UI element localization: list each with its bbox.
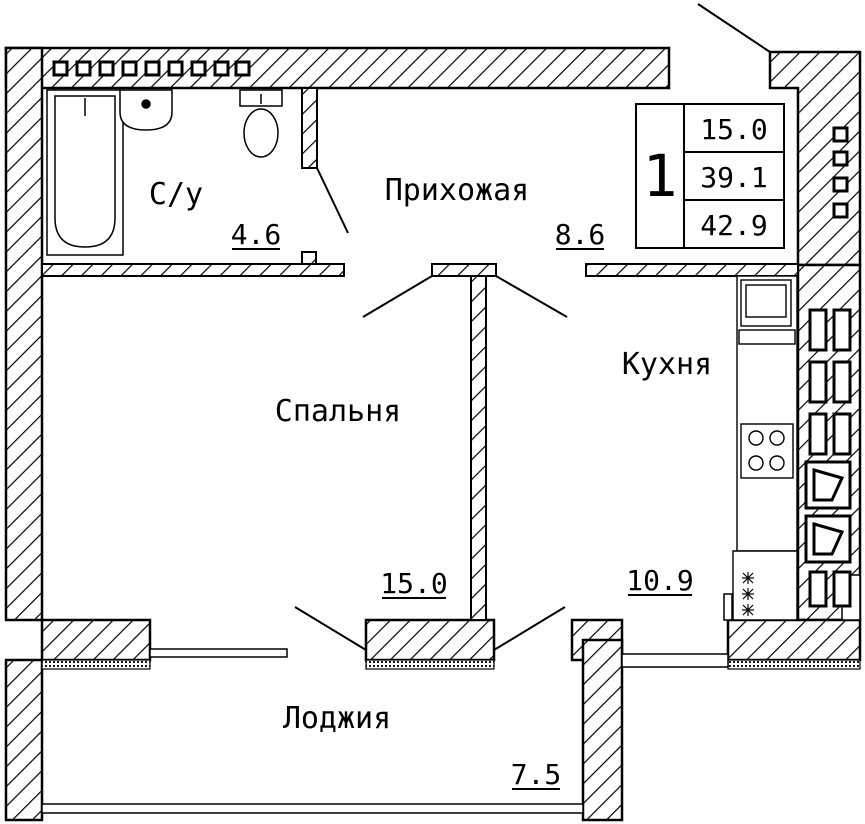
kitchen-name: Кухня xyxy=(622,347,712,382)
bedroom-name: Спальня xyxy=(275,394,401,429)
hallway-name: Прихожая xyxy=(385,173,530,208)
kitchen-wall-blocks xyxy=(808,308,852,608)
bedroom-area: 15.0 xyxy=(380,567,447,600)
bathroom-area: 4.6 xyxy=(231,218,282,251)
loggia-right-wall xyxy=(581,638,624,822)
loggia-name: Лоджия xyxy=(283,701,391,736)
hall-kitchen-wall xyxy=(585,263,799,277)
bath-hall-wall xyxy=(41,263,345,277)
bottom-wall-left xyxy=(40,618,152,662)
total-area: 39.1 xyxy=(700,161,767,194)
hallway-area: 8.6 xyxy=(555,218,606,251)
bottom-wall-right-b xyxy=(726,618,862,662)
bedroom-window xyxy=(149,648,288,658)
kitchen-side-glazing xyxy=(723,593,733,621)
doors xyxy=(294,3,771,651)
loggia-area: 7.5 xyxy=(511,758,562,791)
bathroom-name: С/у xyxy=(149,177,203,212)
kitchen-area: 10.9 xyxy=(626,564,693,597)
bathroom-fixtures xyxy=(46,89,283,256)
room-count: 1 xyxy=(643,142,678,210)
living-area: 15.0 xyxy=(700,113,767,146)
fridge-marks xyxy=(742,572,754,616)
loggia-door-left xyxy=(294,606,367,651)
bottom-wall-mid xyxy=(364,618,496,662)
loggia-glazing xyxy=(41,803,584,814)
room-labels: С/у 4.6 Прихожая 8.6 Спальня 15.0 Кухня … xyxy=(149,173,712,791)
center-wall-cap xyxy=(431,263,497,277)
left-wall-loggia xyxy=(4,658,44,822)
insulation-strips xyxy=(41,659,861,670)
kitchen-door xyxy=(495,275,568,318)
total-with-loggia: 42.9 xyxy=(700,209,767,242)
vent-ducts xyxy=(804,460,852,564)
bedroom-kitchen-wall xyxy=(470,275,487,621)
area-summary-table: 1 15.0 39.1 42.9 xyxy=(635,103,785,249)
bath-partition-vertical xyxy=(301,87,318,169)
kitchen-fixtures xyxy=(732,275,798,621)
vent-blocks xyxy=(52,60,849,219)
entrance-door xyxy=(697,3,771,53)
stove xyxy=(740,423,794,479)
loggia-door-right xyxy=(493,606,566,651)
kitchen-window xyxy=(621,653,729,668)
fridge xyxy=(732,550,798,621)
left-wall xyxy=(4,46,44,622)
bath-door xyxy=(316,167,349,234)
bedroom-door xyxy=(362,275,433,318)
toilet-bowl xyxy=(243,108,279,158)
sink xyxy=(119,89,173,131)
interior-walls xyxy=(41,87,799,621)
